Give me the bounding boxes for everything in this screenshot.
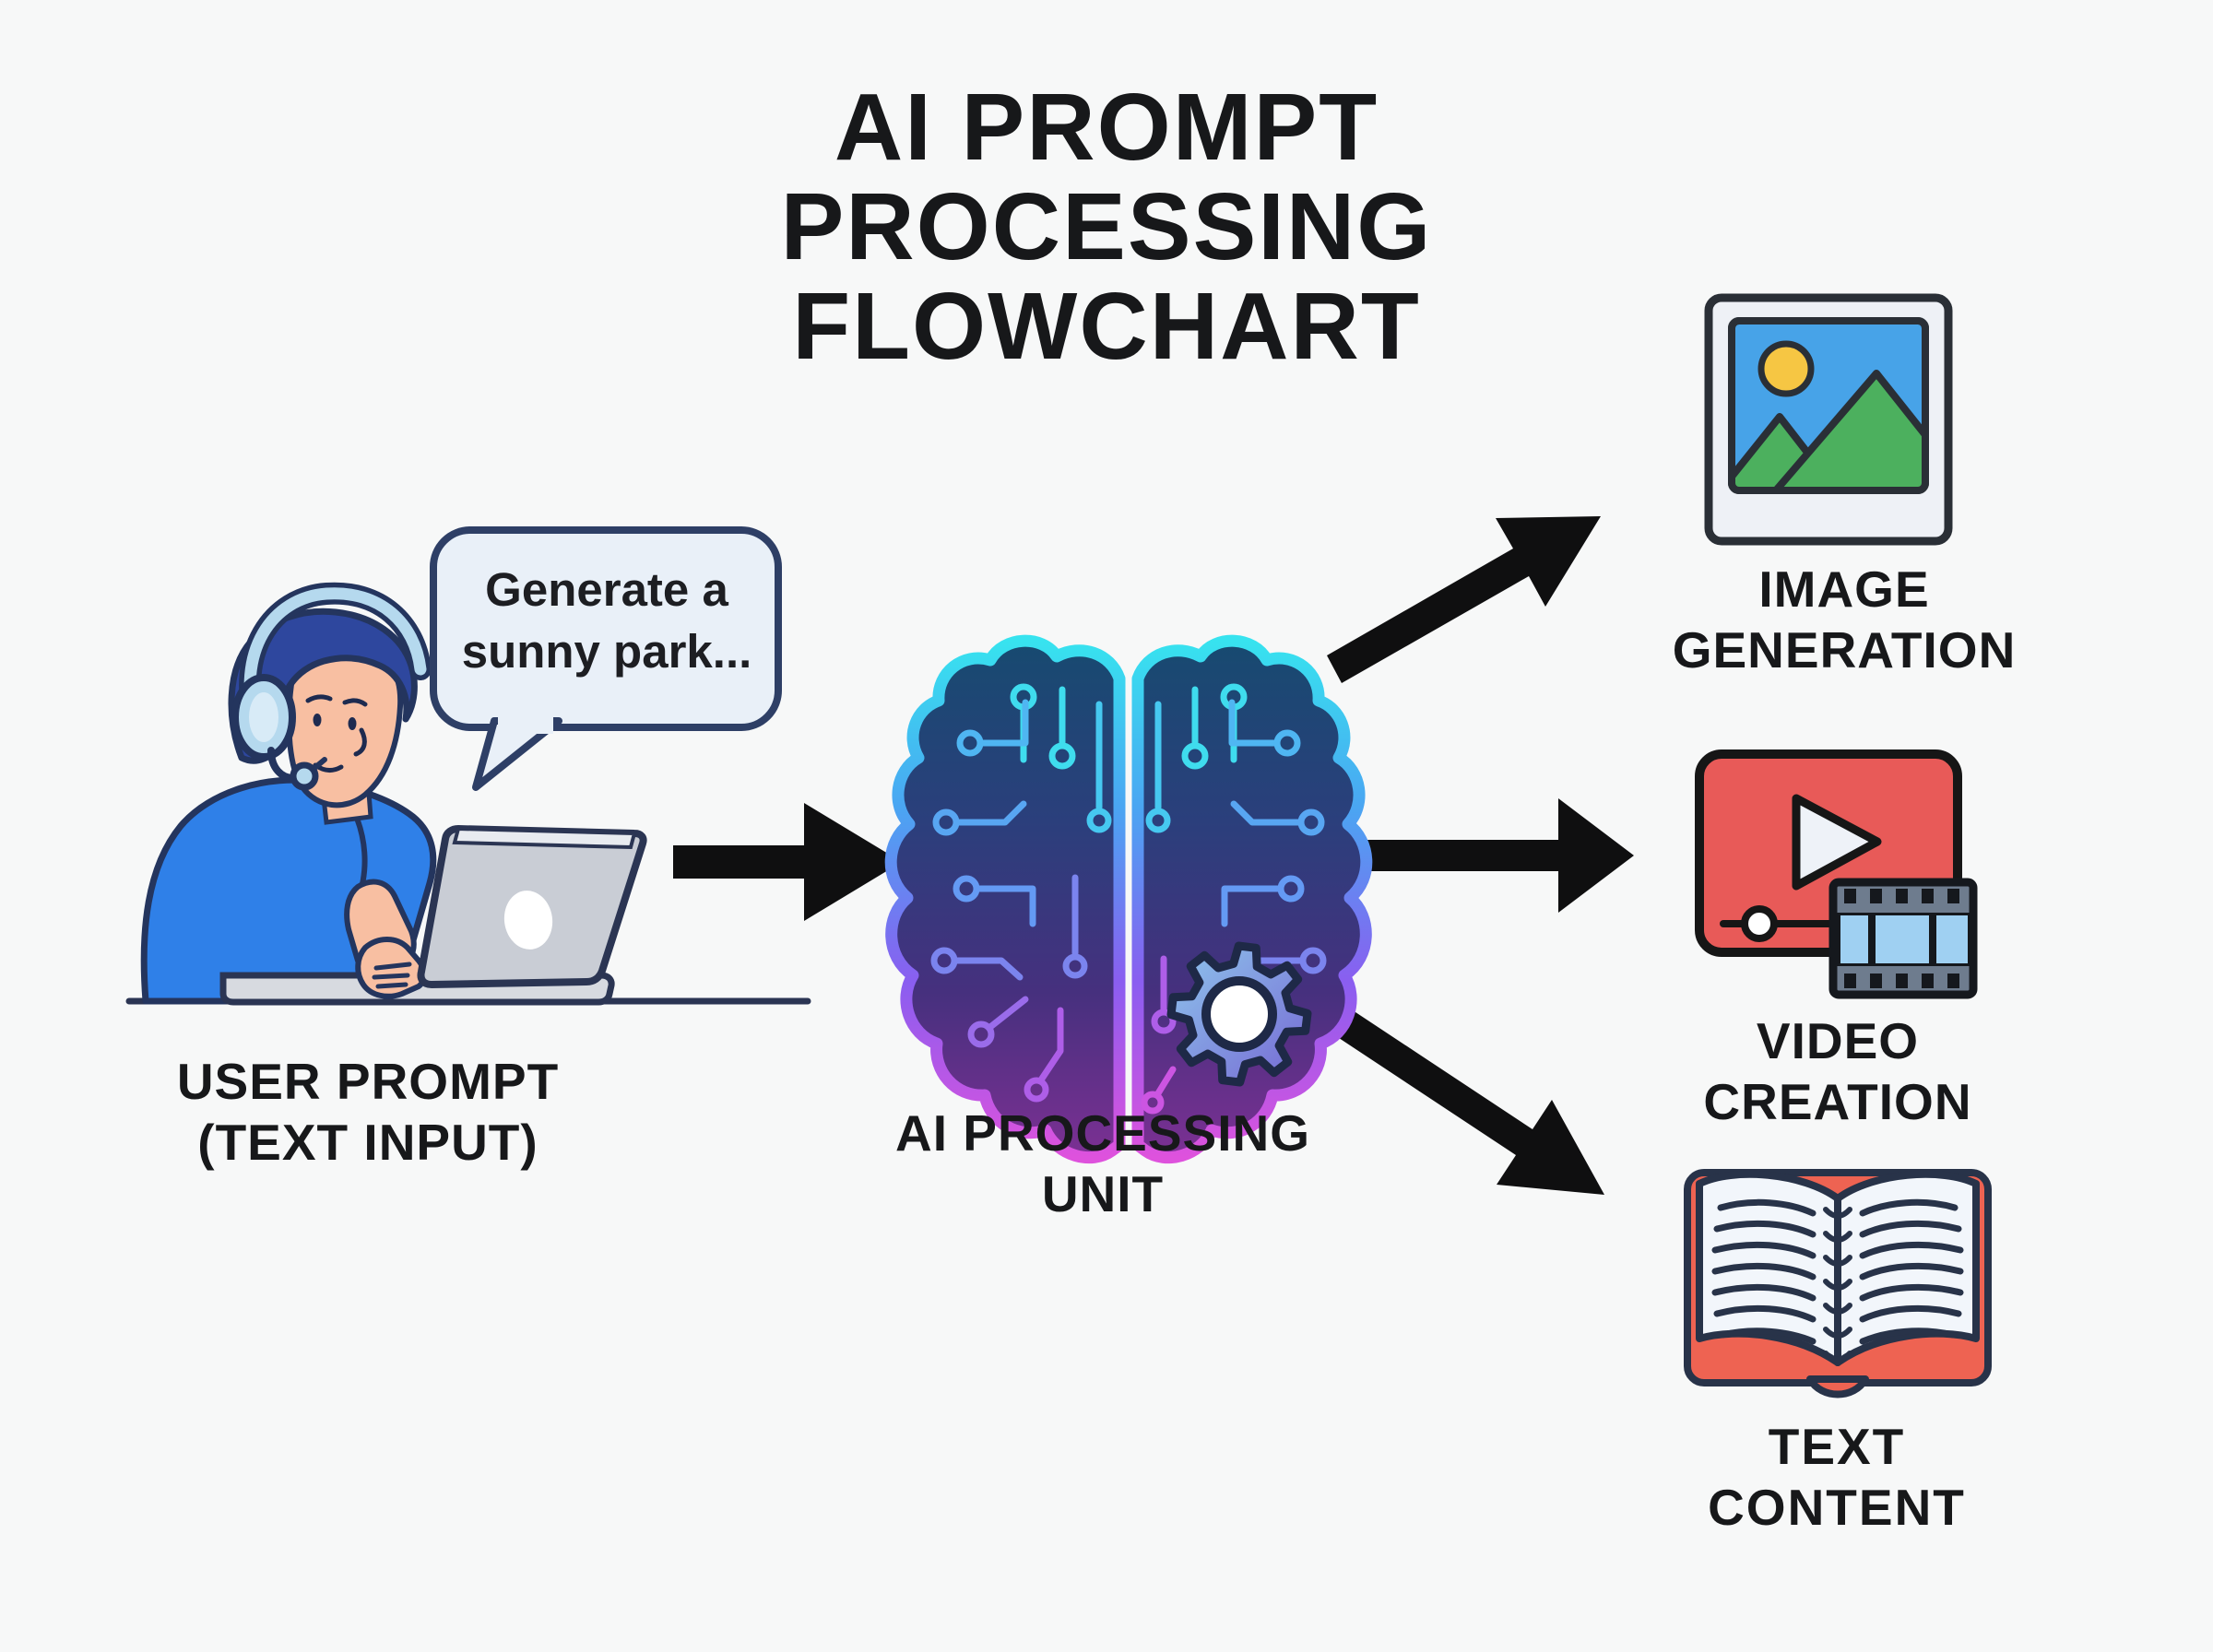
progress-knob [1741, 905, 1778, 942]
brain-left-hemisphere [884, 634, 1126, 1164]
nose [353, 727, 367, 757]
eyebrow-left [305, 694, 333, 703]
book-cover-notch [1806, 1375, 1869, 1398]
arrow-input-to-ai [673, 803, 902, 921]
eye-right [348, 717, 357, 730]
laptop-lid-rim [452, 826, 637, 850]
page-title: AI PROMPT PROCESSING FLOWCHART [780, 74, 1433, 380]
open-book-icon [1684, 1169, 1992, 1398]
headband [243, 587, 427, 735]
speech-bubble-body [430, 526, 782, 731]
headset-icon [231, 582, 432, 791]
ear-cup-inner [249, 692, 278, 742]
gear-icon-hole [1201, 976, 1277, 1052]
laptop-icon [417, 825, 647, 988]
person-at-laptop-illustration [125, 582, 811, 1006]
label-text-content: TEXT CONTENT [1708, 1418, 1966, 1536]
film-sprockets [1844, 889, 1959, 988]
film-strip-icon [1828, 878, 1978, 999]
speech-bubble-seam [498, 717, 553, 734]
book-text-lines [1711, 1198, 1964, 1345]
brain-right-hemisphere [1131, 634, 1373, 1164]
photo-content [1732, 340, 1925, 490]
mic-tip [311, 757, 327, 772]
framed-photo-icon [1704, 293, 1953, 546]
video-player-icon [1695, 749, 1978, 999]
label-video-creation: VIDEO CREATION [1703, 1012, 1972, 1130]
film-frame-center [1876, 915, 1929, 963]
speech-bubble-text: Generate a sunny park... [461, 563, 752, 678]
laptop-logo [503, 891, 553, 950]
arrow-ai-to-text [1328, 1005, 1604, 1195]
circuit-traces [930, 683, 1327, 1115]
flow-arrows [673, 516, 1634, 1195]
label-image-generation: IMAGE GENERATION [1672, 560, 2017, 678]
eyebrow-right [342, 698, 368, 707]
speech-bubble-icon [430, 526, 782, 791]
circuit-brain-icon [884, 634, 1373, 1164]
finger-lines [372, 962, 412, 989]
sun-icon [1757, 340, 1815, 397]
book-spine-curls [1823, 1207, 1852, 1363]
film-frame-left [1840, 915, 1868, 963]
face-details [305, 694, 368, 773]
photo-border [1728, 317, 1929, 494]
mountain-large [1772, 370, 1925, 490]
label-user-prompt: USER PROMPT (TEXT INPUT) [176, 1053, 560, 1171]
mic-icon [290, 761, 319, 791]
arrow-ai-to-image [1327, 516, 1601, 683]
film-frame-right [1936, 915, 1968, 963]
play-icon [1792, 794, 1882, 891]
eye-left [313, 714, 322, 726]
arrow-ai-to-video [1342, 798, 1634, 913]
label-ai-processing-unit: AI PROCESSING UNIT [894, 1104, 1311, 1222]
gear-icon [1166, 941, 1312, 1087]
